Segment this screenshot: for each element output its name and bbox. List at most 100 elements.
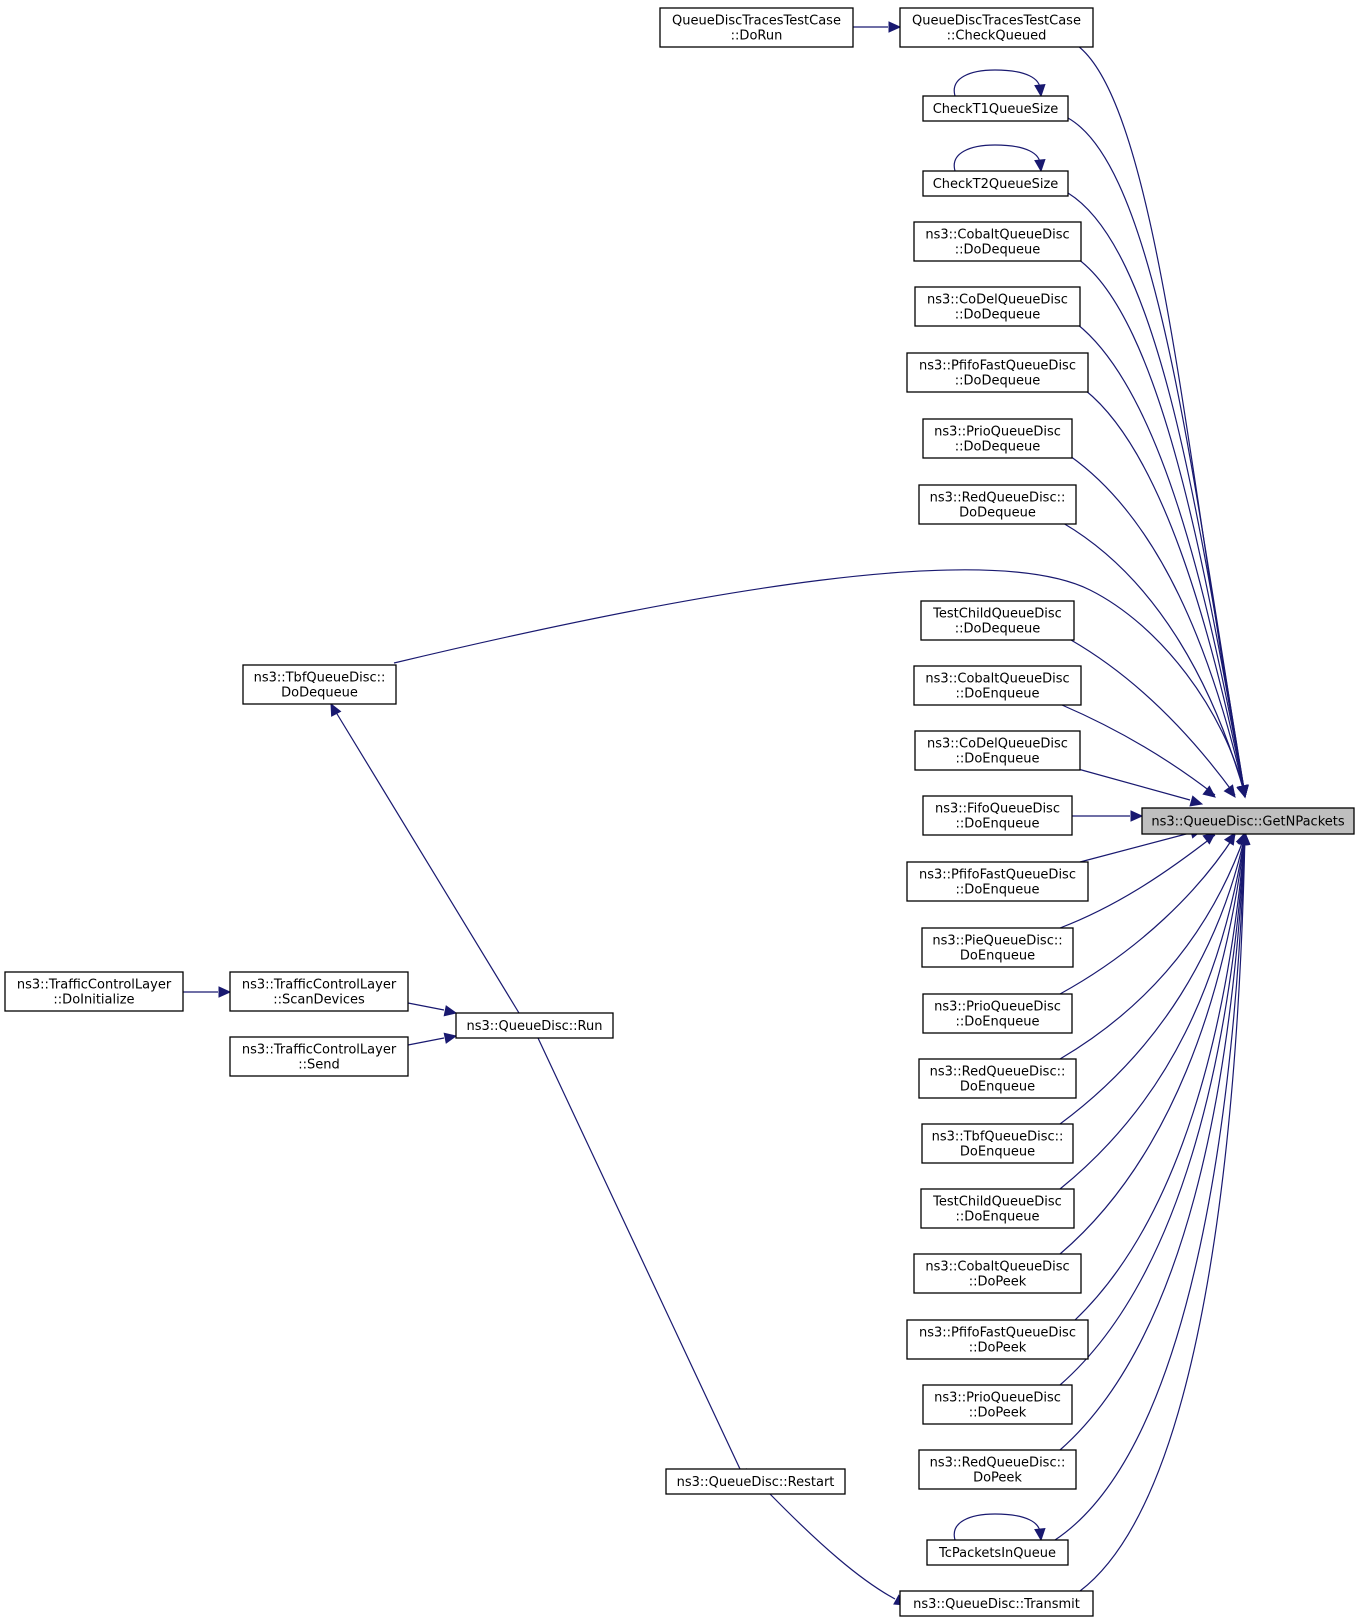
- edge-tcpackets-to-getnpackets: [1054, 831, 1251, 1541]
- edge-line: [330, 703, 520, 1014]
- arrowhead: [1236, 784, 1248, 799]
- node-label-line: DoEnqueue: [960, 1145, 1035, 1160]
- arrowhead: [1223, 831, 1236, 846]
- node-fifo_doenqueue[interactable]: ns3::FifoQueueDisc::DoEnqueue: [922, 795, 1073, 836]
- node-label-line: QueueDiscTracesTestCase: [912, 14, 1081, 29]
- node-testchild_doenqueue[interactable]: TestChildQueueDisc::DoEnqueue: [920, 1188, 1075, 1229]
- edge-checkt1-to-checkt1: [953, 69, 1046, 98]
- node-label-line: ::Send: [298, 1058, 340, 1073]
- node-box: [921, 1123, 1074, 1164]
- node-codel_dodequeue[interactable]: ns3::CoDelQueueDisc::DoDequeue: [914, 286, 1081, 327]
- node-cobalt_dodequeue[interactable]: ns3::CobaltQueueDisc::DoDequeue: [913, 221, 1082, 262]
- node-label-line: ns3::TrafficControlLayer: [242, 978, 397, 993]
- edge-pfifo_dopeek-to-getnpackets: [1074, 831, 1250, 1321]
- node-prio_dopeek[interactable]: ns3::PrioQueueDisc::DoPeek: [922, 1384, 1073, 1425]
- edge-line: [407, 1002, 445, 1011]
- node-label-line: CheckT1QueueSize: [933, 102, 1059, 117]
- node-label-line: CheckT2QueueSize: [933, 177, 1059, 192]
- node-tcl_send[interactable]: ns3::TrafficControlLayer::Send: [229, 1036, 409, 1077]
- edge-line: [1054, 834, 1246, 1541]
- node-label-line: ns3::PrioQueueDisc: [934, 425, 1061, 440]
- node-getnpackets[interactable]: ns3::QueueDisc::GetNPackets: [1141, 807, 1355, 835]
- edge-line: [953, 69, 1041, 97]
- node-prio_doenqueue[interactable]: ns3::PrioQueueDisc::DoEnqueue: [922, 993, 1073, 1034]
- node-pfifo_dopeek[interactable]: ns3::PfifoFastQueueDisc::DoPeek: [906, 1319, 1089, 1360]
- edge-line: [953, 1513, 1041, 1541]
- edge-line: [1077, 258, 1246, 796]
- node-red_dodequeue[interactable]: ns3::RedQueueDisc::DoDequeue: [918, 484, 1077, 525]
- node-transmit[interactable]: ns3::QueueDisc::Transmit: [899, 1590, 1094, 1617]
- edge-line: [537, 1037, 741, 1470]
- node-label-line: TestChildQueueDisc: [932, 1195, 1062, 1210]
- node-tcpackets[interactable]: TcPacketsInQueue: [926, 1539, 1069, 1566]
- node-label-line: ::DoEnqueue: [956, 1210, 1040, 1225]
- node-box: [229, 971, 409, 1012]
- node-label-line: ns3::TrafficControlLayer: [17, 978, 172, 993]
- node-label-line: ns3::TbfQueueDisc::: [932, 1130, 1064, 1145]
- nodes-layer: ns3::QueueDisc::GetNPackets QueueDiscTrac…: [4, 7, 1355, 1617]
- edge-line: [1059, 834, 1246, 1386]
- node-codel_doenqueue[interactable]: ns3::CoDelQueueDisc::DoEnqueue: [914, 730, 1081, 771]
- edge-tcl_doinitialize-to-tcl_scandevices: [183, 986, 232, 998]
- node-label-line: ::DoPeek: [969, 1275, 1027, 1290]
- node-label-line: ::ScanDevices: [273, 993, 365, 1008]
- node-label-line: DoDequeue: [959, 506, 1036, 521]
- node-box: [913, 1253, 1082, 1294]
- node-box: [659, 7, 854, 48]
- node-box: [665, 1468, 846, 1495]
- node-label-line: ns3::TbfQueueDisc::: [254, 671, 386, 686]
- node-box: [918, 1449, 1077, 1490]
- node-tbf_doenqueue[interactable]: ns3::TbfQueueDisc::DoEnqueue: [921, 1123, 1074, 1164]
- node-restart[interactable]: ns3::QueueDisc::Restart: [665, 1468, 846, 1495]
- edge-line: [1076, 323, 1246, 796]
- edge-testchild_dodequeue-to-getnpackets: [1070, 639, 1236, 798]
- edge-checkt1-to-getnpackets: [1067, 117, 1249, 799]
- node-pfifo_doenqueue[interactable]: ns3::PfifoFastQueueDisc::DoEnqueue: [906, 861, 1089, 902]
- edge-line: [393, 569, 1246, 796]
- edge-line: [1059, 834, 1246, 1451]
- node-run[interactable]: ns3::QueueDisc::Run: [455, 1012, 614, 1039]
- edge-line: [1059, 834, 1216, 929]
- node-box: [906, 861, 1089, 902]
- node-label-line: ::DoDequeue: [955, 622, 1040, 637]
- node-label-line: ::CheckQueued: [947, 29, 1047, 44]
- edge-line: [1059, 834, 1236, 995]
- node-label-line: ns3::CoDelQueueDisc: [927, 293, 1068, 308]
- node-traces_checkqueued[interactable]: QueueDiscTracesTestCase::CheckQueued: [899, 7, 1094, 48]
- node-cobalt_doenqueue[interactable]: ns3::CobaltQueueDisc::DoEnqueue: [913, 665, 1082, 706]
- node-pfifo_dodequeue[interactable]: ns3::PfifoFastQueueDisc::DoDequeue: [906, 352, 1089, 393]
- edge-line: [1059, 834, 1246, 1060]
- node-label-line: ns3::QueueDisc::Run: [467, 1019, 603, 1034]
- node-testchild_dodequeue[interactable]: TestChildQueueDisc::DoDequeue: [920, 600, 1075, 641]
- edge-cobalt_dodequeue-to-getnpackets: [1077, 258, 1249, 799]
- node-box: [914, 730, 1081, 771]
- node-red_dopeek[interactable]: ns3::RedQueueDisc::DoPeek: [918, 1449, 1077, 1490]
- node-label-line: ::DoEnqueue: [956, 883, 1040, 898]
- node-pie_doenqueue[interactable]: ns3::PieQueueDisc::DoEnqueue: [921, 927, 1074, 968]
- edge-line: [1067, 117, 1246, 796]
- node-cobalt_dopeek[interactable]: ns3::CobaltQueueDisc::DoPeek: [913, 1253, 1082, 1294]
- node-label-line: ns3::PfifoFastQueueDisc: [919, 1326, 1076, 1341]
- node-label-line: ::DoDequeue: [955, 374, 1040, 389]
- node-traces_dorun[interactable]: QueueDiscTracesTestCase::DoRun: [659, 7, 854, 48]
- edge-traces_checkqueued-to-getnpackets: [1077, 45, 1249, 799]
- edge-codel_doenqueue-to-getnpackets: [1077, 768, 1204, 807]
- node-checkt1[interactable]: CheckT1QueueSize: [922, 95, 1069, 122]
- node-tcl_doinitialize[interactable]: ns3::TrafficControlLayer::DoInitialize: [4, 971, 184, 1012]
- edge-line: [1079, 834, 1246, 1592]
- node-prio_dodequeue[interactable]: ns3::PrioQueueDisc::DoDequeue: [922, 418, 1073, 459]
- node-label-line: ns3::PfifoFastQueueDisc: [919, 868, 1076, 883]
- node-box: [899, 1590, 1094, 1617]
- node-checkt2[interactable]: CheckT2QueueSize: [922, 170, 1069, 197]
- edge-tbf_dodequeue-to-getnpackets: [393, 569, 1248, 799]
- edge-prio_doenqueue-to-getnpackets: [1059, 831, 1236, 995]
- node-label-line: ::DoInitialize: [53, 993, 134, 1008]
- arrowhead: [1034, 83, 1046, 98]
- edge-line: [1059, 834, 1246, 1255]
- node-label-line: ns3::RedQueueDisc::: [930, 1065, 1066, 1080]
- node-red_doenqueue[interactable]: ns3::RedQueueDisc::DoEnqueue: [918, 1058, 1077, 1099]
- edge-tcpackets-to-tcpackets: [953, 1513, 1046, 1542]
- node-label-line: ns3::RedQueueDisc::: [930, 1456, 1066, 1471]
- node-tcl_scandevices[interactable]: ns3::TrafficControlLayer::ScanDevices: [229, 971, 409, 1012]
- node-tbf_dodequeue[interactable]: ns3::TbfQueueDisc::DoDequeue: [242, 664, 397, 705]
